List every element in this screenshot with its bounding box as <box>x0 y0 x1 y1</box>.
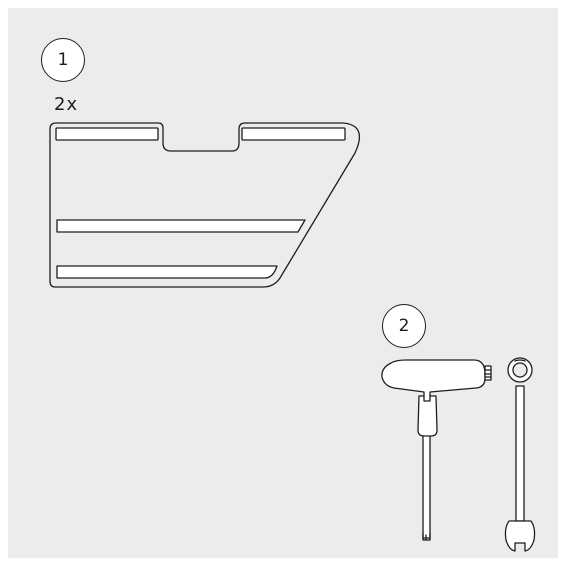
combination-wrench-icon <box>504 357 536 552</box>
step-2-number: 2 <box>398 316 410 336</box>
step-1-number: 1 <box>57 50 69 70</box>
bracket-plate-icon <box>49 122 361 288</box>
instruction-panel: 1 2x 2 <box>8 8 558 558</box>
step-2-badge: 2 <box>382 304 426 348</box>
quantity-label: 2x <box>54 94 79 115</box>
parts-illustration <box>49 122 536 552</box>
t-handle-torx-key-icon <box>381 359 492 541</box>
step-1-badge: 1 <box>41 38 85 82</box>
